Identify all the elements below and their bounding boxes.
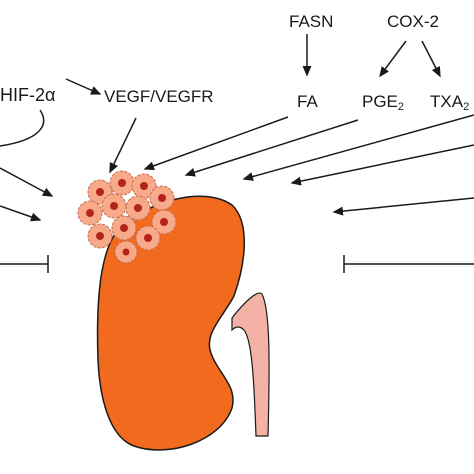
tumor-cell xyxy=(101,193,127,219)
arrow-right-upper xyxy=(290,144,474,186)
kidney xyxy=(96,195,245,451)
label-txa2: TXA2 xyxy=(430,93,469,113)
ureter xyxy=(231,292,270,437)
label-pge2: PGE2 xyxy=(362,93,404,113)
label-pge2-main: PGE xyxy=(362,92,398,111)
label-vegf-vegfr: VEGF/VEGFR xyxy=(104,87,214,106)
label-fasn: FASN xyxy=(289,12,334,31)
arrow-left-lower xyxy=(0,205,42,222)
label-txa2-subscript: 2 xyxy=(463,101,470,113)
tumor-cell xyxy=(114,240,138,264)
arrow-pge2-to-tumor xyxy=(184,119,359,177)
arrow-vegf-to-tumor xyxy=(109,117,137,174)
tumor-cell xyxy=(125,195,151,221)
label-hif-2a: HIF-2α xyxy=(0,85,56,105)
tumor-cell xyxy=(135,225,161,251)
arrow-cox2-to-txa2 xyxy=(421,40,441,78)
label-txa2-main: TXA xyxy=(430,92,464,111)
hif-curve xyxy=(0,109,45,147)
tumor-cell xyxy=(111,215,137,241)
label-pge2-subscript: 2 xyxy=(397,101,405,113)
label-fa: FA xyxy=(297,92,318,111)
arrow-txa2-to-tumor xyxy=(242,114,474,181)
arrow-left-upper xyxy=(0,167,54,197)
arrow-fa-to-tumor xyxy=(143,116,289,171)
tumor-cell xyxy=(109,170,135,196)
label-cox-2: COX-2 xyxy=(387,12,439,31)
arrow-cox2-to-pge2 xyxy=(379,40,407,78)
tumor-cell xyxy=(77,200,103,226)
tumor-cluster xyxy=(77,170,177,264)
tumor-cell xyxy=(151,209,177,235)
tumor-cell xyxy=(87,223,113,249)
arrow-hif-to-vegf xyxy=(65,78,102,95)
arrow-right-lower xyxy=(332,197,474,216)
tumor-cell xyxy=(149,185,175,211)
